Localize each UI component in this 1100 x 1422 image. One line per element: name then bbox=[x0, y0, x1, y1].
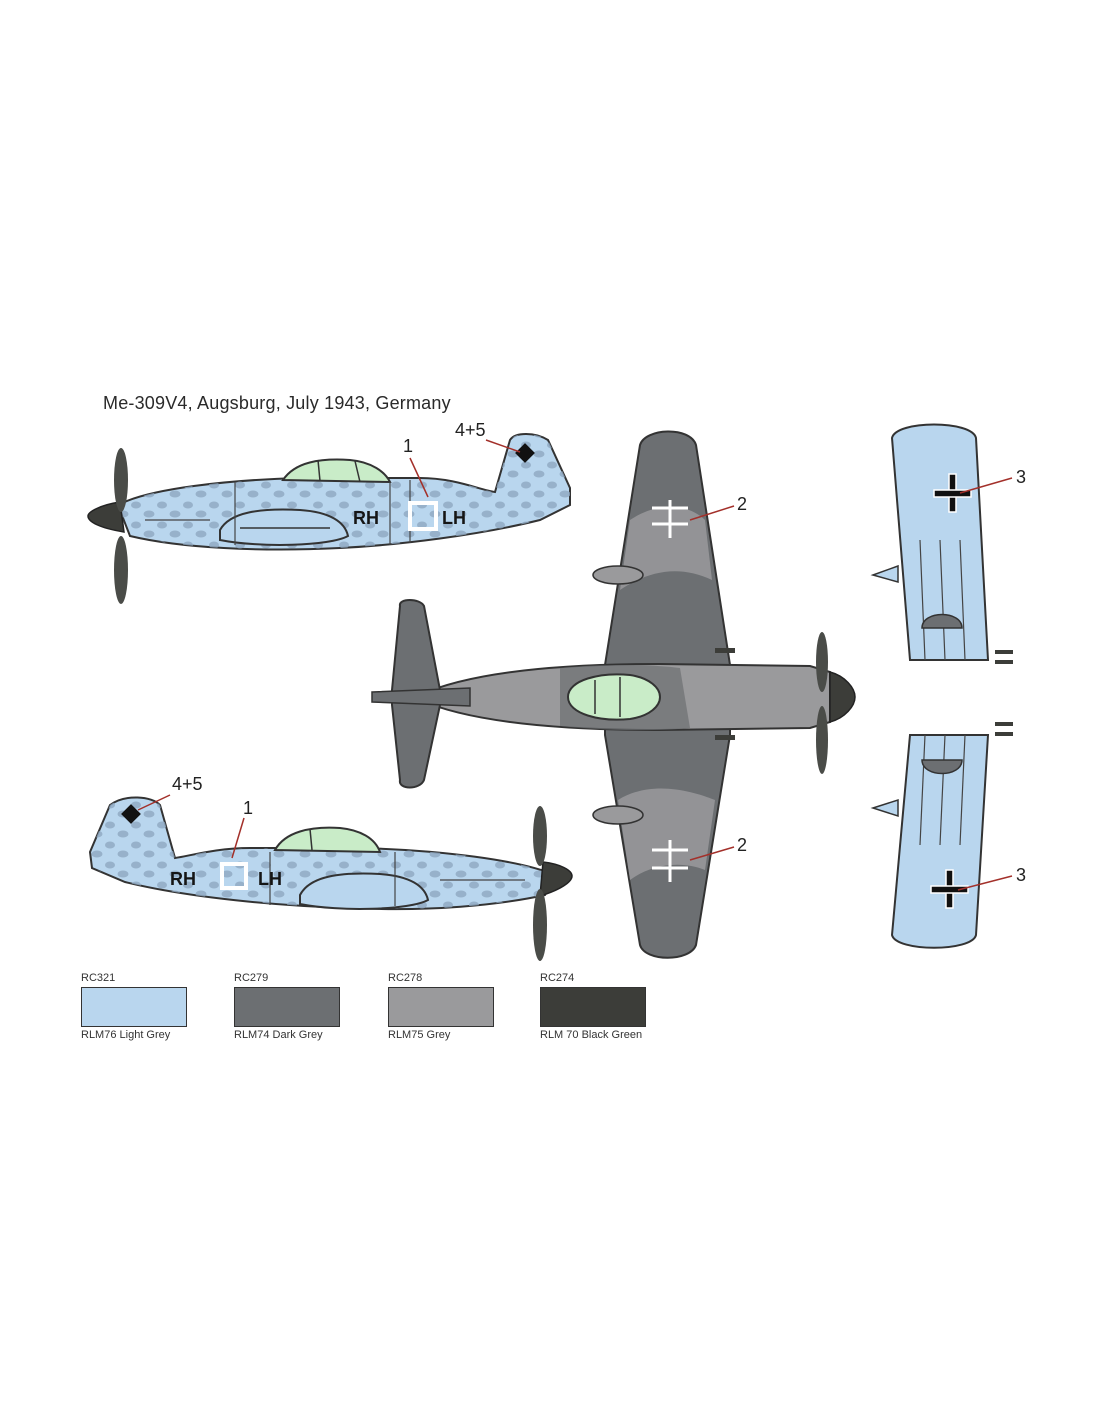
side-top-prop-blade-upper bbox=[114, 448, 128, 512]
swatch-code: RC278 bbox=[388, 972, 423, 984]
side-bottom-canopy bbox=[273, 826, 382, 854]
underside-view-lower: 3 bbox=[870, 722, 1026, 949]
underside-view-upper: 3 bbox=[870, 423, 1026, 664]
plan-view: 2 2 bbox=[371, 430, 856, 959]
side-bottom-prop-blade-lower bbox=[533, 889, 547, 961]
swatch-rc279: RC279 RLM74 Dark Grey bbox=[234, 972, 340, 1041]
side-top-code-left: RH bbox=[353, 508, 379, 528]
swatch-code: RC321 bbox=[81, 972, 116, 984]
swatch-color-box bbox=[540, 987, 646, 1027]
side-top-code-right: LH bbox=[442, 508, 466, 528]
underside-upper-cross bbox=[933, 473, 972, 513]
side-bottom-code-right: LH bbox=[258, 869, 282, 889]
swatch-code: RC279 bbox=[234, 972, 269, 984]
swatch-color-box bbox=[81, 987, 187, 1027]
underside-lower-cross bbox=[930, 869, 969, 909]
swatch-rc278: RC278 RLM75 Grey bbox=[388, 972, 494, 1041]
side-bottom-code-left: RH bbox=[170, 869, 196, 889]
plan-gun-upper bbox=[715, 648, 735, 653]
underside-callout-upper: 3 bbox=[1016, 467, 1026, 487]
plan-gun-lower bbox=[715, 735, 735, 740]
side-bottom-cross bbox=[220, 862, 248, 890]
plan-pod-lower bbox=[592, 805, 644, 825]
side-view-top: RH LH 1 4+5 bbox=[87, 420, 571, 604]
swatch-name: RLM74 Dark Grey bbox=[234, 1029, 323, 1041]
plan-pod-upper bbox=[592, 565, 644, 585]
side-bottom-callout-fuselage: 1 bbox=[243, 798, 253, 818]
side-top-callout-fuselage: 1 bbox=[403, 436, 413, 456]
plan-spinner bbox=[829, 671, 856, 723]
side-top-prop-blade-lower bbox=[114, 536, 128, 604]
swatch-rc321: RC321 RLM76 Light Grey bbox=[81, 972, 187, 1041]
side-top-callout-tail: 4+5 bbox=[455, 420, 486, 440]
swatch-name: RLM76 Light Grey bbox=[81, 1029, 171, 1041]
profile-title: Me-309V4, Augsburg, July 1943, Germany bbox=[103, 393, 451, 413]
plan-cross-lower bbox=[652, 840, 688, 882]
swatch-name: RLM75 Grey bbox=[388, 1029, 451, 1041]
underside-callout-lower: 3 bbox=[1016, 865, 1026, 885]
side-top-canopy bbox=[281, 458, 392, 484]
side-top-cross bbox=[408, 501, 438, 531]
swatch-code: RC274 bbox=[540, 972, 575, 984]
plan-cross-upper bbox=[652, 500, 688, 538]
side-top-radiator bbox=[219, 508, 350, 546]
plan-callout-wing-lower: 2 bbox=[737, 835, 747, 855]
side-bottom-spinner bbox=[539, 861, 573, 898]
plan-prop-blade-lower bbox=[816, 706, 828, 774]
side-bottom-prop-blade-upper bbox=[533, 806, 547, 866]
plan-callout-wing-upper: 2 bbox=[737, 494, 747, 514]
swatch-color-box bbox=[388, 987, 494, 1027]
swatch-color-box bbox=[234, 987, 340, 1027]
side-bottom-radiator bbox=[299, 872, 430, 910]
side-view-bottom: RH LH 1 4+5 bbox=[88, 774, 573, 961]
side-top-spinner bbox=[87, 501, 125, 533]
side-bottom-callout-tail: 4+5 bbox=[172, 774, 203, 794]
side-top-tail-marking bbox=[515, 443, 535, 463]
plan-canopy bbox=[566, 673, 662, 721]
swatch-rc274: RC274 RLM 70 Black Green bbox=[540, 972, 646, 1041]
swatch-name: RLM 70 Black Green bbox=[540, 1029, 643, 1041]
plan-prop-blade-upper bbox=[816, 632, 828, 692]
